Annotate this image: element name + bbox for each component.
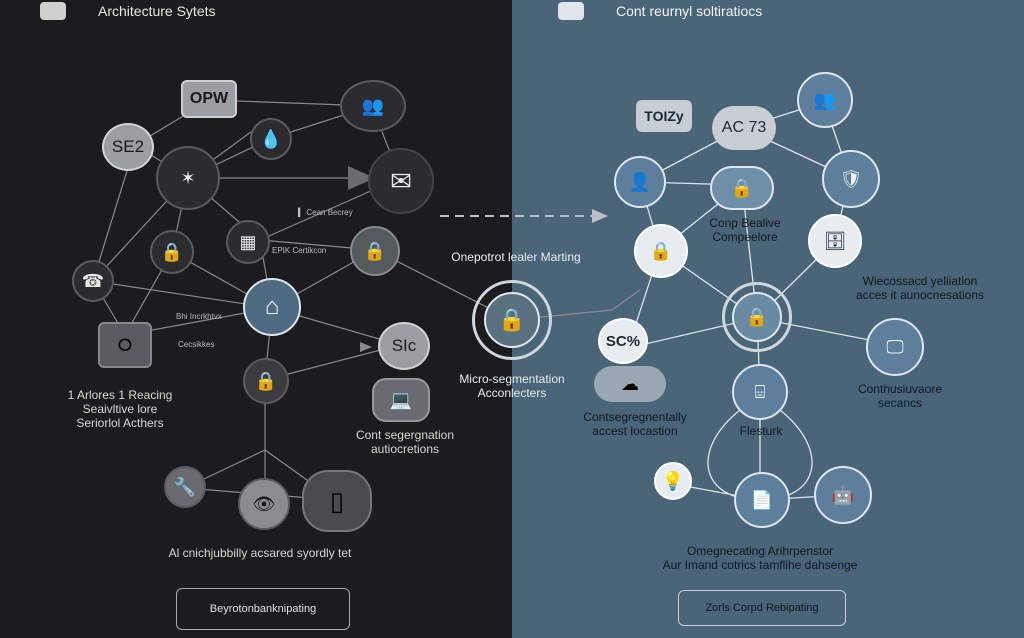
left-action-button[interactable]: Beyrotonbanknipating bbox=[176, 588, 350, 630]
drop-icon: 💧 bbox=[259, 129, 283, 149]
orchestration-label: Omegnecating Arihrpenstor Aur Imand cotr… bbox=[662, 544, 858, 572]
tablet-node[interactable]: ▯ bbox=[302, 470, 372, 532]
user-icon: 👤 bbox=[628, 172, 652, 192]
ac73-node[interactable]: AC 73 bbox=[712, 106, 776, 150]
small-label-b: EPIK Certikcon bbox=[272, 246, 327, 255]
monitor-node[interactable]: 🖵 bbox=[866, 318, 924, 376]
server-icon: ⌸ bbox=[754, 382, 766, 402]
small-label-c: Bhi Incrkhtvx bbox=[176, 312, 222, 321]
server-node[interactable]: ⌸ bbox=[732, 364, 788, 420]
document-icon: 📄 bbox=[750, 490, 774, 510]
team-node[interactable]: 👥 bbox=[797, 72, 853, 128]
hub-node[interactable]: ✶ bbox=[156, 146, 220, 210]
home-node[interactable]: ⌂ bbox=[243, 278, 301, 336]
sic-label: SIc bbox=[391, 336, 417, 355]
cloud-node[interactable]: ☁ bbox=[594, 366, 666, 402]
lock-node-d[interactable]: 🔒 bbox=[710, 166, 774, 210]
small-label-a: ▍ Cean Becrey bbox=[298, 208, 353, 217]
continuous-label: Conthusiuvaore secancs bbox=[857, 382, 943, 410]
lock-node-c[interactable]: 🔒 bbox=[243, 358, 289, 404]
right-action-button[interactable]: Zorls Corpd Rebipating bbox=[678, 590, 846, 626]
phone-icon: ☎ bbox=[81, 271, 105, 291]
ac73-label: AC 73 bbox=[721, 119, 767, 136]
sc-label: SC% bbox=[605, 332, 641, 350]
robot-icon: 🤖 bbox=[831, 485, 855, 505]
network-icon: ✶ bbox=[180, 168, 196, 188]
se2-node[interactable]: SE2 bbox=[102, 123, 154, 171]
bulb-icon: 💡 bbox=[661, 471, 685, 491]
tool-node[interactable]: 🔧 bbox=[164, 466, 206, 508]
compliance-label: Conp Bealive Compeelore bbox=[709, 216, 781, 244]
lock-icon: 🔒 bbox=[363, 241, 387, 261]
eye-node[interactable]: 👁 bbox=[238, 478, 290, 530]
phone-node[interactable]: ☎ bbox=[72, 260, 114, 302]
eye-icon: 👁 bbox=[252, 494, 276, 514]
central-lock-node-right[interactable]: 🔒 bbox=[722, 282, 792, 352]
document-node[interactable]: 📄 bbox=[734, 472, 790, 528]
computer-node[interactable]: 💻 bbox=[372, 378, 430, 422]
storage-icon: 🗄 bbox=[823, 231, 847, 251]
lock-icon: 🔒 bbox=[745, 307, 769, 327]
tablet-icon: ▯ bbox=[329, 486, 345, 516]
wrench-icon: 🔧 bbox=[173, 477, 197, 497]
grid-icon: ▦ bbox=[239, 232, 257, 252]
user-node[interactable]: 👤 bbox=[614, 156, 666, 208]
sc-node[interactable]: SC% bbox=[598, 318, 648, 364]
users-node[interactable]: 👥 bbox=[340, 80, 406, 132]
cloud-icon: ☁ bbox=[621, 374, 639, 394]
right-title: Cont reurnyl soltiratiocs bbox=[616, 3, 763, 19]
users-icon: 👥 bbox=[361, 96, 385, 116]
lock-icon: 🔒 bbox=[254, 371, 278, 391]
drop-node[interactable]: 💧 bbox=[250, 118, 292, 160]
validation-label: Wiecossacd yeliiation acces it aunocnesa… bbox=[855, 274, 985, 302]
surface-label: Al cnichjubbilly acsared syordly tet bbox=[168, 546, 352, 560]
policy-node[interactable]: 🛡 bbox=[822, 150, 880, 208]
monitor-icon: 🖵 bbox=[886, 337, 904, 357]
shield-icon: 🛡 bbox=[839, 169, 863, 189]
segmentation-label: Cont segergnation autiocretions bbox=[355, 428, 455, 456]
segmentally-label: Contsegregnentally accest locastion bbox=[583, 410, 687, 438]
sic-node[interactable]: SIc bbox=[378, 322, 430, 370]
ai-node[interactable]: 🤖 bbox=[814, 466, 872, 524]
lock-icon: 🔒 bbox=[649, 241, 673, 261]
bulb-node[interactable]: 💡 bbox=[654, 462, 692, 500]
laptop-node[interactable]: ⭘ bbox=[98, 322, 152, 368]
actors-label: 1 Arlores 1 Reacing Seaivltive lore Seri… bbox=[67, 388, 173, 430]
small-label-d: Cecsikkes bbox=[178, 340, 215, 349]
tolzy-bubble[interactable]: TOIZy bbox=[636, 100, 692, 132]
share-icon: ⭘ bbox=[117, 335, 133, 355]
left-title-icon bbox=[40, 2, 66, 20]
home-icon: ⌂ bbox=[264, 293, 280, 320]
flow-label: Onepotrot lealer Marting bbox=[451, 250, 581, 264]
lock-icon: 🔒 bbox=[498, 307, 526, 332]
storage-node[interactable]: 🗄 bbox=[808, 214, 862, 268]
lock-icon: 🔒 bbox=[160, 242, 184, 262]
se2-label: SE2 bbox=[111, 137, 145, 156]
left-title: Architecture Sytets bbox=[98, 3, 216, 19]
mail-icon: ✉ bbox=[390, 166, 412, 196]
computer-icon: 💻 bbox=[389, 390, 413, 410]
right-title-icon bbox=[558, 2, 584, 20]
device-node[interactable]: ▦ bbox=[226, 220, 270, 264]
central-lock-node[interactable]: 🔒 bbox=[472, 280, 552, 360]
micro-segmentation-label: Micro-segmentation Acconlecters bbox=[459, 372, 565, 400]
lock-icon: 🔒 bbox=[730, 178, 754, 198]
team-icon: 👥 bbox=[813, 90, 837, 110]
lock-node-b[interactable]: 🔒 bbox=[350, 226, 400, 276]
opw-bubble[interactable]: OPW bbox=[181, 80, 237, 118]
lock-node-a[interactable]: 🔒 bbox=[150, 230, 194, 274]
mail-node[interactable]: ✉ bbox=[368, 148, 434, 214]
lock-node-e[interactable]: 🔒 bbox=[634, 224, 688, 278]
network-label: Flesturk bbox=[739, 424, 783, 438]
